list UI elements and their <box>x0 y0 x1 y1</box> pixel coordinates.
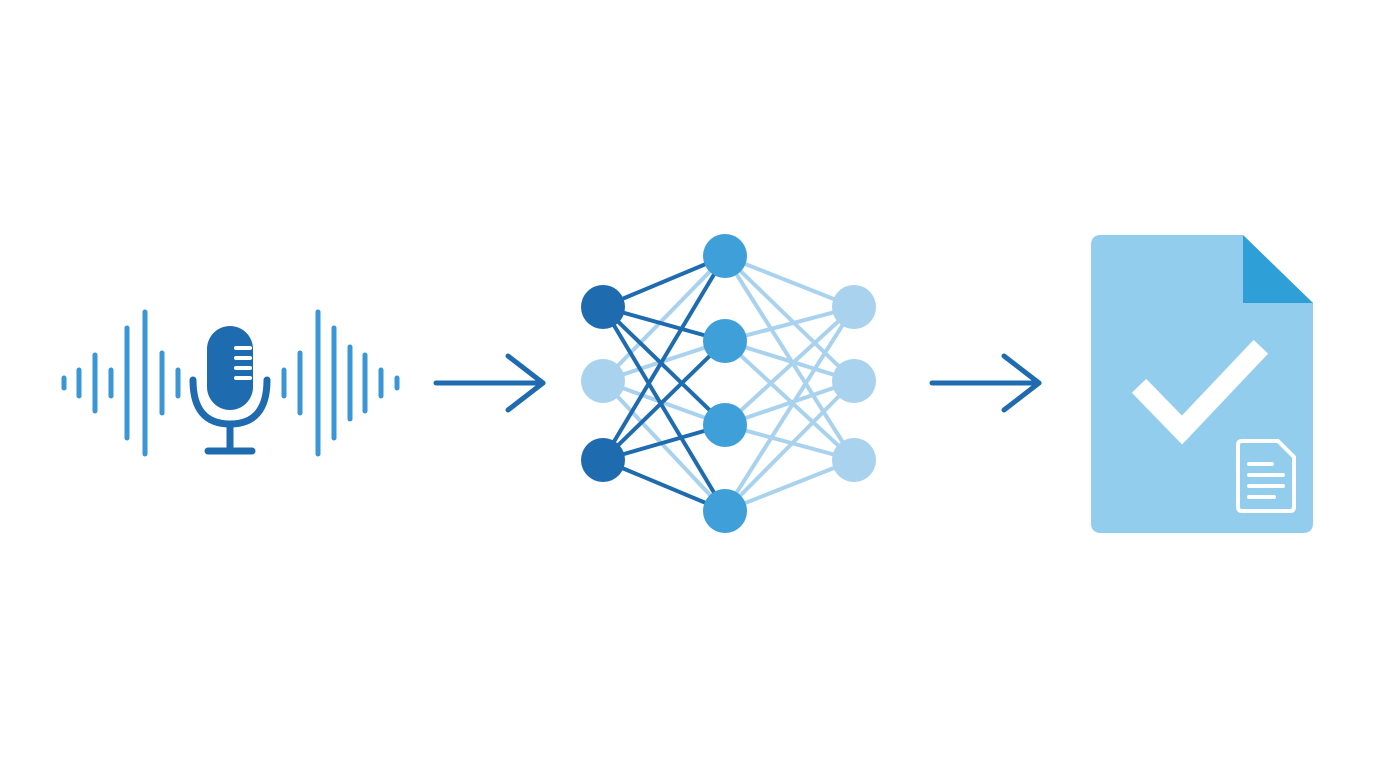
network-connection <box>601 379 727 513</box>
network-node <box>832 359 876 403</box>
network-connection <box>601 305 727 513</box>
network-connection <box>723 379 856 513</box>
network-connection <box>724 339 855 383</box>
microphone-icon <box>189 326 271 455</box>
network-node <box>703 319 747 363</box>
network-connection <box>724 305 855 343</box>
sound-wave-icon <box>61 309 400 457</box>
network-connection <box>723 254 856 462</box>
network-node <box>581 359 625 403</box>
network-connection <box>724 379 855 427</box>
network-connection <box>724 423 855 462</box>
network-node <box>832 285 876 329</box>
network-connection <box>723 339 856 462</box>
network-connection <box>602 458 726 513</box>
network-nodes <box>581 234 876 533</box>
document-fold-corner <box>1243 235 1313 303</box>
neural-network-icon <box>581 234 876 533</box>
network-node <box>581 285 625 329</box>
network-node <box>703 489 747 533</box>
checkmark-icon <box>1131 339 1269 445</box>
network-connection <box>601 254 727 462</box>
network-connection <box>723 254 856 383</box>
network-connections-light <box>601 254 856 513</box>
network-connection <box>724 254 855 309</box>
network-connection <box>602 254 726 309</box>
network-node <box>581 438 625 482</box>
text-file-icon <box>1236 439 1296 513</box>
network-connections-dark <box>601 254 727 513</box>
mic-grille <box>234 346 252 380</box>
network-connection <box>601 254 727 383</box>
network-connection <box>723 305 856 427</box>
network-connection <box>601 339 727 462</box>
network-connection <box>723 305 856 513</box>
network-node <box>703 403 747 447</box>
network-node <box>832 438 876 482</box>
network-connection <box>601 305 727 427</box>
arrow-right-icon <box>929 353 1042 413</box>
document-icon <box>1091 235 1313 533</box>
network-connection <box>724 458 855 513</box>
document-page <box>1091 235 1313 533</box>
arrow-right-icon <box>433 353 546 413</box>
network-node <box>703 234 747 278</box>
